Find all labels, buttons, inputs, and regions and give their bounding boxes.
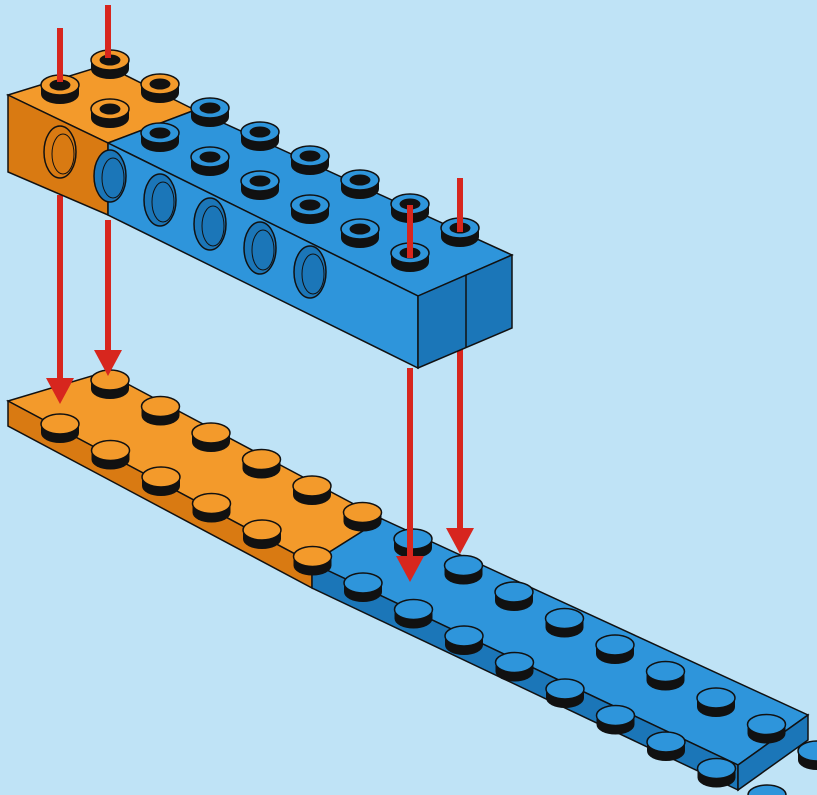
beam-stud [141, 74, 179, 103]
plate-stud [647, 732, 685, 761]
beam-stud [241, 171, 279, 200]
plate-stud [192, 423, 230, 452]
plate-stud [142, 467, 180, 496]
beam-hole [194, 198, 226, 250]
plate-stud [445, 626, 483, 655]
plate-stud [91, 370, 129, 399]
beam-stud [141, 123, 179, 152]
plate-stud [597, 706, 635, 735]
plate-stud [92, 441, 130, 470]
plate-stud [698, 759, 736, 788]
plate-stud [142, 397, 180, 426]
plate-stud [344, 573, 382, 602]
plate-stud [243, 520, 281, 549]
plate-stud [41, 414, 79, 443]
plate-stud [647, 662, 685, 691]
beam-stud [91, 99, 129, 128]
plate-stud [294, 547, 332, 576]
plate-stud [445, 556, 483, 585]
plate-stud [495, 582, 533, 611]
beam-stud [341, 170, 379, 199]
beam-stud [291, 195, 329, 224]
beam-hole [44, 126, 76, 178]
beam-hole [94, 150, 126, 202]
plate-stud [193, 494, 231, 523]
beam-hole [144, 174, 176, 226]
beam-stud [191, 147, 229, 176]
beam-hole [294, 246, 326, 298]
plate-stud [748, 715, 786, 744]
beam-hole [244, 222, 276, 274]
plate-stud [243, 450, 281, 479]
plate-stud [546, 609, 584, 638]
plate-stud [546, 679, 584, 708]
plate-stud [697, 688, 735, 717]
beam-stud [241, 122, 279, 151]
plate-stud [496, 653, 534, 682]
beam-stud [291, 146, 329, 175]
plate-stud [395, 600, 433, 629]
plate-stud [293, 476, 331, 505]
beam-stud [191, 98, 229, 127]
beam-stud [341, 219, 379, 248]
plate-stud [596, 635, 634, 664]
plate-stud [344, 503, 382, 532]
